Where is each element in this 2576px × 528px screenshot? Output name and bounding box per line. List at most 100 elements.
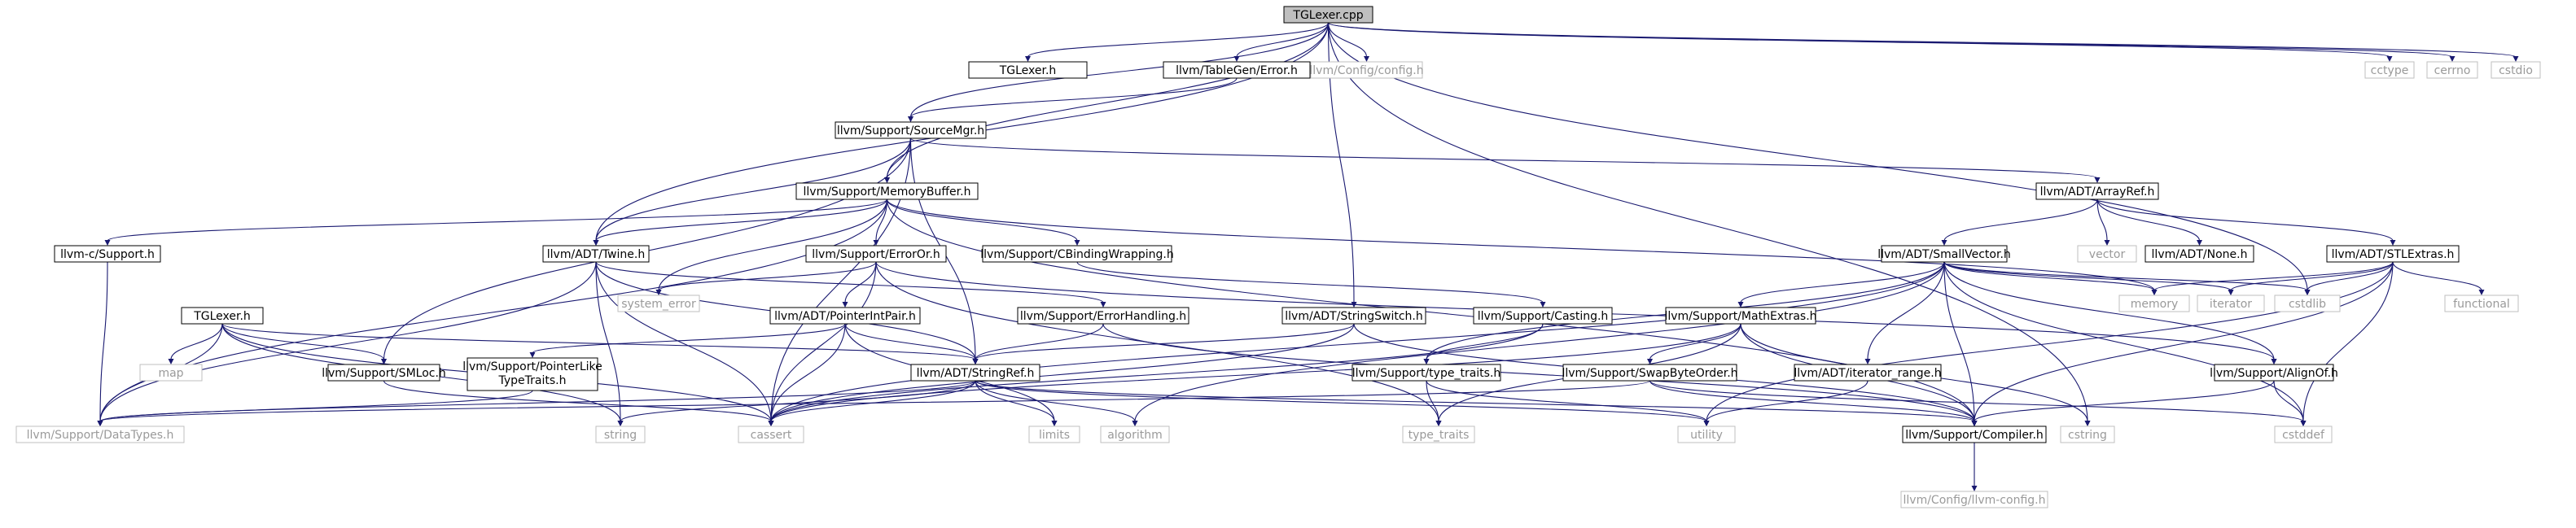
graph-node[interactable]: llvm/ADT/Twine.h (542, 245, 650, 263)
node-label: llvm/ADT/ArrayRef.h (2040, 185, 2155, 199)
node-box (968, 61, 1088, 79)
node-label: llvm/Support/ErrorHandling.h (1020, 310, 1186, 323)
node-label: map (158, 367, 183, 380)
edge-n12-n39 (770, 261, 877, 422)
node-box (617, 295, 700, 312)
arrowhead-n17-n26 (2304, 290, 2311, 295)
node-label: llvm/ADT/SmallVector.h (1877, 248, 2011, 261)
edge-n32-n37 (99, 380, 976, 422)
edge-n16-n44 (1943, 261, 1975, 422)
arrowhead-n16-n36 (2271, 359, 2277, 364)
node-box (1017, 307, 1189, 325)
graph-node[interactable]: llvm/ADT/PointerIntPair.h (769, 307, 921, 325)
graph-node[interactable]: llvm/Support/CBindingWrapping.h (980, 245, 1174, 263)
graph-node[interactable]: llvm/Support/AlignOf.h (2210, 364, 2338, 382)
node-box (738, 425, 804, 443)
arrowhead-n16-n23 (1737, 302, 1744, 308)
graph-node[interactable]: llvm/Support/Compiler.h (1902, 425, 2047, 443)
edge-n8-n24 (886, 199, 2155, 291)
graph-node[interactable]: llvm/ADT/ArrayRef.h (2035, 182, 2159, 200)
edge-n0-n6 (1327, 22, 2517, 58)
edge-n35-n43 (1706, 380, 1868, 422)
graph-node[interactable]: llvm/Support/MathExtras.h (1664, 307, 1817, 325)
arrowhead-n19-n31 (529, 352, 536, 358)
graph-node[interactable]: llvm/Support/ErrorHandling.h (1017, 307, 1189, 325)
node-label: llvm/ADT/STLExtras.h (2332, 248, 2455, 261)
arrowhead-n36-n46 (2300, 421, 2307, 426)
graph-node[interactable]: llvm/ADT/iterator_range.h (1794, 364, 1942, 382)
edge-n9-n17 (2096, 199, 2394, 242)
graph-node[interactable]: llvm/TableGen/Error.h (1163, 61, 1311, 79)
arrowhead-n8-n10 (104, 240, 111, 246)
graph-node[interactable]: llvm/Support/MemoryBuffer.h (795, 182, 979, 200)
node-box (2077, 245, 2137, 263)
graph-node: system_error (617, 295, 700, 312)
edge-n16-n23 (1740, 261, 1945, 303)
node-box (1310, 61, 1423, 79)
node-box (327, 364, 440, 382)
edge-n32-n38 (620, 380, 976, 422)
arrowhead-n32-n38 (617, 421, 624, 426)
arrowhead-n34-n37 (97, 421, 103, 426)
node-box (467, 357, 598, 391)
graph-node[interactable]: TGLexer.h (181, 307, 264, 325)
graph-node[interactable]: llvm/ADT/None.h (2144, 245, 2254, 263)
node-box (15, 425, 185, 443)
graph-node[interactable]: llvm/ADT/StringSwitch.h (1281, 307, 1426, 325)
node-label: cerrno (2434, 64, 2471, 77)
edge-n32-n44 (975, 380, 1975, 422)
arrowhead-n28-n29 (168, 359, 174, 364)
arrowhead-n28-n32 (972, 359, 979, 364)
node-label: llvm/TableGen/Error.h (1176, 64, 1298, 77)
node-box (1473, 307, 1613, 325)
graph-node[interactable]: llvm/ADT/SmallVector.h (1877, 245, 2011, 263)
graph-node[interactable]: llvm/Support/SourceMgr.h (835, 121, 987, 139)
graph-node[interactable]: llvm/Support/ErrorOr.h (805, 245, 947, 263)
edge-n13-n22 (1076, 261, 1544, 303)
graph-node[interactable]: llvm/ADT/STLExtras.h (2326, 245, 2460, 263)
edge-n19-n39 (770, 323, 846, 422)
node-label: llvm/Support/type_traits.h (1352, 367, 1501, 380)
edge-n16-n36 (1943, 261, 2275, 360)
node-box (595, 425, 646, 443)
graph-node[interactable]: llvm/ADT/StringRef.h (910, 364, 1040, 382)
node-box (2214, 364, 2334, 382)
graph-node[interactable]: llvm/Support/type_traits.h (1352, 364, 1501, 382)
graph-node: cstddef (2274, 425, 2333, 443)
node-box (1352, 364, 1501, 382)
node-label: functional (2453, 298, 2510, 311)
graph-node[interactable]: TGLexer.cpp (1283, 6, 1373, 24)
edge-n21-n32 (975, 323, 1355, 360)
graph-node[interactable]: llvm/Support/Casting.h (1473, 307, 1613, 325)
edge-n20-n32 (975, 323, 1104, 360)
edge-n31-n37 (99, 390, 533, 422)
node-label: llvm/Support/Compiler.h (1905, 429, 2044, 442)
node-box (2197, 295, 2265, 312)
node-box (2426, 61, 2478, 79)
edge-n28-n30 (221, 323, 385, 360)
edge-n19-n32 (844, 323, 976, 360)
node-box (1665, 307, 1816, 325)
arrowhead-n0-n3 (1364, 56, 1369, 62)
graph-node[interactable]: llvm/Support/SwapByteOrder.h (1562, 364, 1738, 382)
edge-n0-n1 (1027, 22, 1330, 58)
node-box (1028, 425, 1080, 443)
graph-node: cstring (2060, 425, 2115, 443)
graph-node[interactable]: llvm/Support/SMLoc.h (322, 364, 446, 382)
graph-node: llvm/Config/config.h (1309, 61, 1424, 79)
node-box (910, 364, 1040, 382)
edge-n17-n43 (1706, 261, 2394, 422)
arrowhead-n11-n20 (1100, 302, 1106, 308)
node-label: llvm/Support/MemoryBuffer.h (804, 185, 971, 199)
edge-n16-n24 (1943, 261, 2155, 291)
arrowhead-n0-n4 (2386, 56, 2393, 62)
node-label: llvm/Config/llvm-config.h (1904, 494, 2046, 507)
graph-node: utility (1677, 425, 1736, 443)
node-box (1677, 425, 1736, 443)
node-label: llvm/Support/SwapByteOrder.h (1562, 367, 1737, 380)
graph-node[interactable]: llvm-c/Support.h (54, 245, 161, 263)
graph-node[interactable]: TGLexer.h (968, 61, 1088, 79)
